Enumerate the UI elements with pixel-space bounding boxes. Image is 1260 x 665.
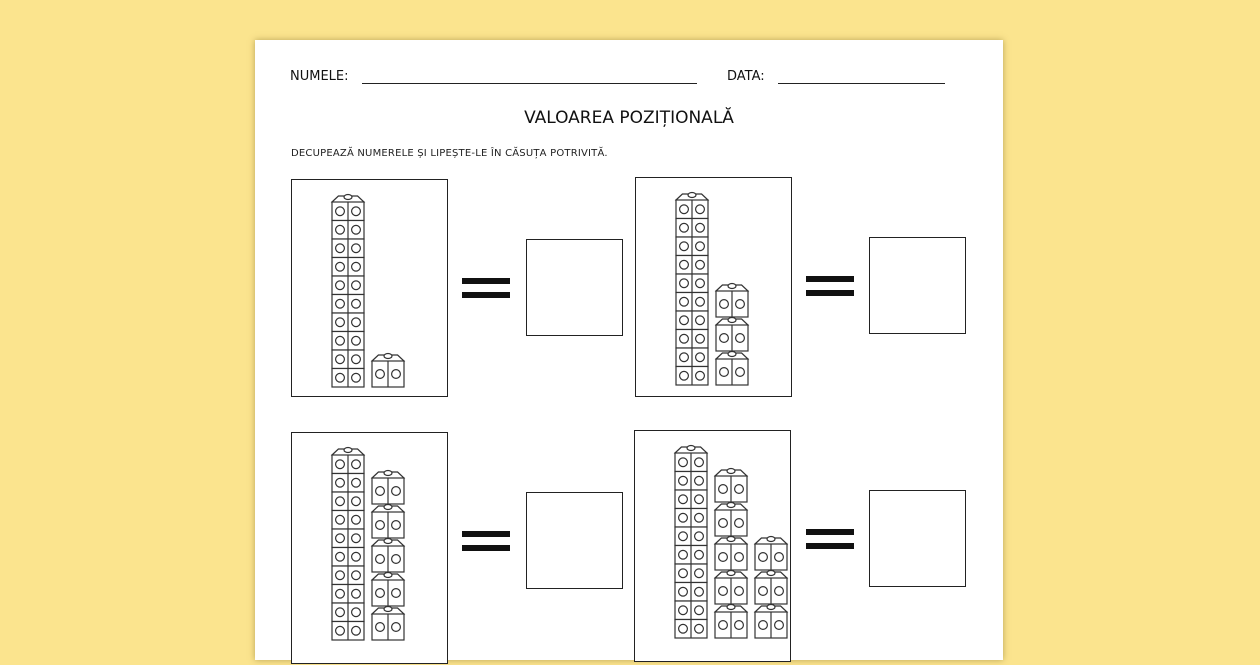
ten-rod-cube [675,365,709,386]
unit-cube [370,352,406,388]
equals-sign [462,278,510,298]
ten-rod-cube [674,581,708,602]
ten-rod-cube [331,256,365,277]
unit-cube [370,503,406,539]
date-label: DATA: [727,69,765,84]
ten-rod-cube [331,583,365,604]
unit-cube [713,569,749,605]
ten-rod-cube [673,444,709,473]
date-line [778,83,945,84]
ten-rod-cube [331,312,365,333]
unit-cube [713,603,749,639]
ten-rod-cube [331,565,365,586]
answer-box-3[interactable] [526,492,623,589]
ten-rod-cube [331,367,365,388]
ten-rod-cube [675,236,709,257]
answer-box-1[interactable] [526,239,623,336]
ten-rod-cube [331,620,365,641]
ten-rod-cube [331,472,365,493]
unit-cube [370,469,406,505]
unit-cube [370,537,406,573]
blocks-panel-2 [635,177,792,397]
unit-cube [714,350,750,386]
ten-rod-cube [674,507,708,528]
ten-rod-cube [675,347,709,368]
answer-box-2[interactable] [869,237,966,334]
unit-cube [714,282,750,318]
unit-cube [370,571,406,607]
unit-cube [370,605,406,641]
worksheet-title: VALOAREA POZIȚIONALĂ [524,108,734,128]
ten-rod-cube [674,618,708,639]
instruction-text: DECUPEAZĂ NUMERELE ȘI LIPEȘTE-LE ÎN CĂSU… [291,148,608,159]
unit-cube [714,316,750,352]
unit-cube [753,535,789,571]
ten-rod-cube [331,293,365,314]
equals-sign [806,529,854,549]
ten-rod-cube [330,446,366,475]
ten-rod-cube [675,217,709,238]
blocks-panel-4 [634,430,791,662]
ten-rod-cube [674,544,708,565]
worksheet: NUMELE: DATA: VALOAREA POZIȚIONALĂ DECUP… [255,40,1003,664]
unit-cube [713,501,749,537]
ten-rod-cube [675,273,709,294]
ten-rod-cube [331,602,365,623]
ten-rod-cube [331,546,365,567]
ten-rod-cube [674,600,708,621]
ten-rod-cube [675,254,709,275]
ten-rod-cube [330,193,366,222]
ten-rod-cube [674,470,708,491]
blocks-panel-1 [291,179,448,397]
ten-rod-cube [675,328,709,349]
ten-rod-cube [674,489,708,510]
equals-sign [462,531,510,551]
ten-rod-cube [331,491,365,512]
ten-rod-cube [674,191,710,220]
equals-sign [806,276,854,296]
ten-rod-cube [331,528,365,549]
ten-rod-cube [331,509,365,530]
ten-rod-cube [331,349,365,370]
blocks-panel-3 [291,432,448,664]
ten-rod-cube [331,219,365,240]
name-line [362,83,697,84]
ten-rod-cube [674,526,708,547]
ten-rod-cube [331,275,365,296]
ten-rod-cube [674,563,708,584]
name-label: NUMELE: [290,69,349,84]
unit-cube [713,467,749,503]
ten-rod-cube [331,330,365,351]
ten-rod-cube [675,310,709,331]
unit-cube [753,569,789,605]
unit-cube [753,603,789,639]
ten-rod-cube [675,291,709,312]
ten-rod-cube [331,238,365,259]
answer-box-4[interactable] [869,490,966,587]
unit-cube [713,535,749,571]
